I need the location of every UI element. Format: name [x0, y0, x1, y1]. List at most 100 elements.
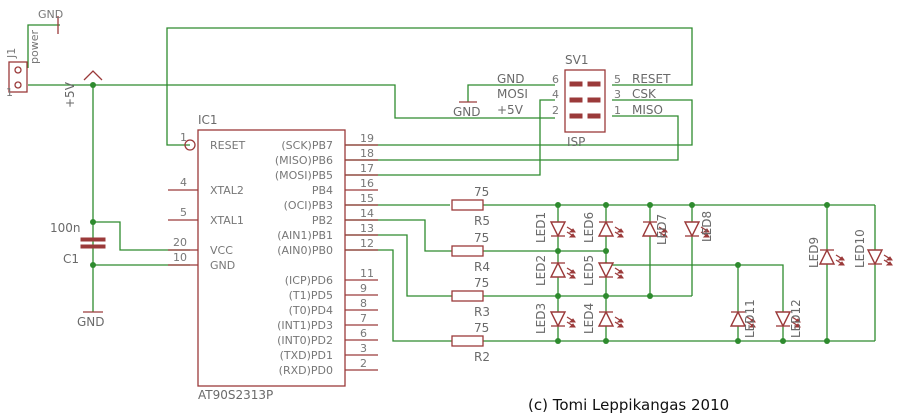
power-connector: J1 power 1: [5, 30, 41, 99]
mcu-right-pin-number: 18: [360, 147, 374, 160]
mcu-left-pin-name: GND: [210, 259, 235, 272]
isp-left-pin-number: 6: [552, 73, 559, 86]
mcu-right-pin-number: 17: [360, 162, 374, 175]
isp-gnd-symbol: GND: [453, 101, 481, 119]
led9-diode: LED9: [807, 237, 845, 268]
mcu-left-pin-number: 1: [180, 131, 187, 144]
led4-diode: LED4: [582, 303, 624, 334]
mcu-right-pin-name: (MISO)PB6: [275, 154, 333, 167]
mcu-right-pin-number: 14: [360, 207, 374, 220]
mcu-left-pin-number: 20: [173, 236, 187, 249]
mcu-left-pin-name: XTAL2: [210, 184, 244, 197]
isp-left-pin-number: 4: [552, 88, 559, 101]
led3-diode: LED3: [534, 303, 576, 334]
resistor-value: 75: [474, 276, 489, 290]
mcu-right-pin-name: (ICP)PD6: [285, 274, 333, 287]
led-label: LED1: [534, 212, 548, 243]
resistor-ref: R3: [474, 305, 490, 319]
resistor-value: 75: [474, 321, 489, 335]
mcu-right-pin-name: (T0)PD4: [289, 304, 333, 317]
mcu-right-pin-number: 15: [360, 192, 374, 205]
isp-left-pin-name: MOSI: [497, 87, 528, 101]
mcu-right-pin-name: (SCK)PB7: [281, 139, 333, 152]
mcu-right-pin-name: (OCI)PB3: [284, 199, 333, 212]
capacitor-ref: C1: [63, 252, 79, 266]
led-label: LED10: [853, 229, 867, 268]
led-label: LED9: [807, 237, 821, 268]
mcu-right-pin-name: (AIN0)PB0: [277, 244, 333, 257]
mcu-left-pin-name: VCC: [210, 244, 233, 257]
mcu-left-pin-name: XTAL1: [210, 214, 244, 227]
mcu-right-pin-number: 19: [360, 132, 374, 145]
connector-ref: J1: [5, 48, 18, 59]
led11-diode: LED11: [729, 299, 757, 338]
isp-left-pin-name: +5V: [497, 103, 524, 117]
wires: [27, 24, 876, 342]
mcu-left-pin-name: RESET: [210, 139, 246, 152]
isp-right-pin-name: CSK: [632, 87, 657, 101]
resistor-value: 75: [474, 231, 489, 245]
led-label: LED6: [582, 212, 596, 243]
led-label: LED2: [534, 255, 548, 286]
led6-diode: LED6: [582, 212, 624, 243]
isp-left-pin-name: GND: [497, 72, 525, 86]
isp-right-pin-name: RESET: [632, 72, 671, 86]
led12-diode: LED12: [774, 299, 803, 338]
top-gnd-symbol: GND: [38, 8, 63, 34]
led-label: LED8: [700, 211, 714, 242]
junctions: [90, 82, 830, 344]
mcu-right-pin-number: 13: [360, 222, 374, 235]
isp-label: ISP: [567, 135, 585, 149]
isp-gnd-label: GND: [453, 105, 481, 119]
resistor-ref: R5: [474, 214, 490, 228]
mcu-left-pin-number: 10: [173, 251, 187, 264]
top-gnd-label: GND: [38, 8, 63, 21]
led5-diode: LED5: [582, 255, 624, 286]
mcu-value: AT90S2313P: [198, 388, 273, 402]
mcu-right-pin-name: (INT0)PD2: [277, 334, 333, 347]
mcu-right-pin-number: 11: [360, 267, 374, 280]
led-label: LED4: [582, 303, 596, 334]
isp-right-pin-number: 1: [614, 104, 621, 117]
mcu-right-pin-name: PB2: [312, 214, 333, 227]
mcu-right-pin-name: (MOSI)PB5: [275, 169, 333, 182]
led-label: LED7: [655, 214, 669, 245]
mcu-right-pin-number: 9: [360, 282, 367, 295]
resistor-ref: R4: [474, 260, 490, 274]
mcu-right-pin-number: 2: [360, 357, 367, 370]
vcc-symbol: +5V: [63, 70, 103, 108]
mcu-right-pin-number: 6: [360, 327, 367, 340]
mcu-right-pin-name: (TXD)PD1: [280, 349, 333, 362]
resistor-ref: R2: [474, 350, 490, 364]
capacitor-c1: 100n C1: [50, 221, 106, 266]
led1-diode: LED1: [534, 212, 576, 243]
mcu-right-pin-name: (INT1)PD3: [277, 319, 333, 332]
mcu-ic1: IC1 AT90S2313P 1RESET4XTAL25XTAL120VCC10…: [168, 113, 378, 402]
isp-left-pin-number: 2: [552, 104, 559, 117]
mcu-left-pin-number: 4: [180, 176, 187, 189]
bottom-gnd-symbol: GND: [77, 300, 105, 329]
led-label: LED5: [582, 255, 596, 286]
vcc-label: +5V: [63, 81, 77, 108]
connector-value: power: [28, 30, 41, 64]
resistor-value: 75: [474, 185, 489, 199]
mcu-right-pins: 19(SCK)PB718(MISO)PB617(MOSI)PB516PB415(…: [275, 132, 378, 377]
mcu-right-pin-name: (T1)PD5: [289, 289, 333, 302]
isp-right-pin-number: 5: [614, 73, 621, 86]
isp-ref: SV1: [565, 53, 588, 67]
mcu-right-pin-name: PB4: [312, 184, 333, 197]
led10-diode: LED10: [853, 229, 893, 268]
bottom-gnd-label: GND: [77, 315, 105, 329]
isp-right-pin-number: 3: [614, 88, 621, 101]
mcu-right-pin-name: (RXD)PD0: [279, 364, 333, 377]
